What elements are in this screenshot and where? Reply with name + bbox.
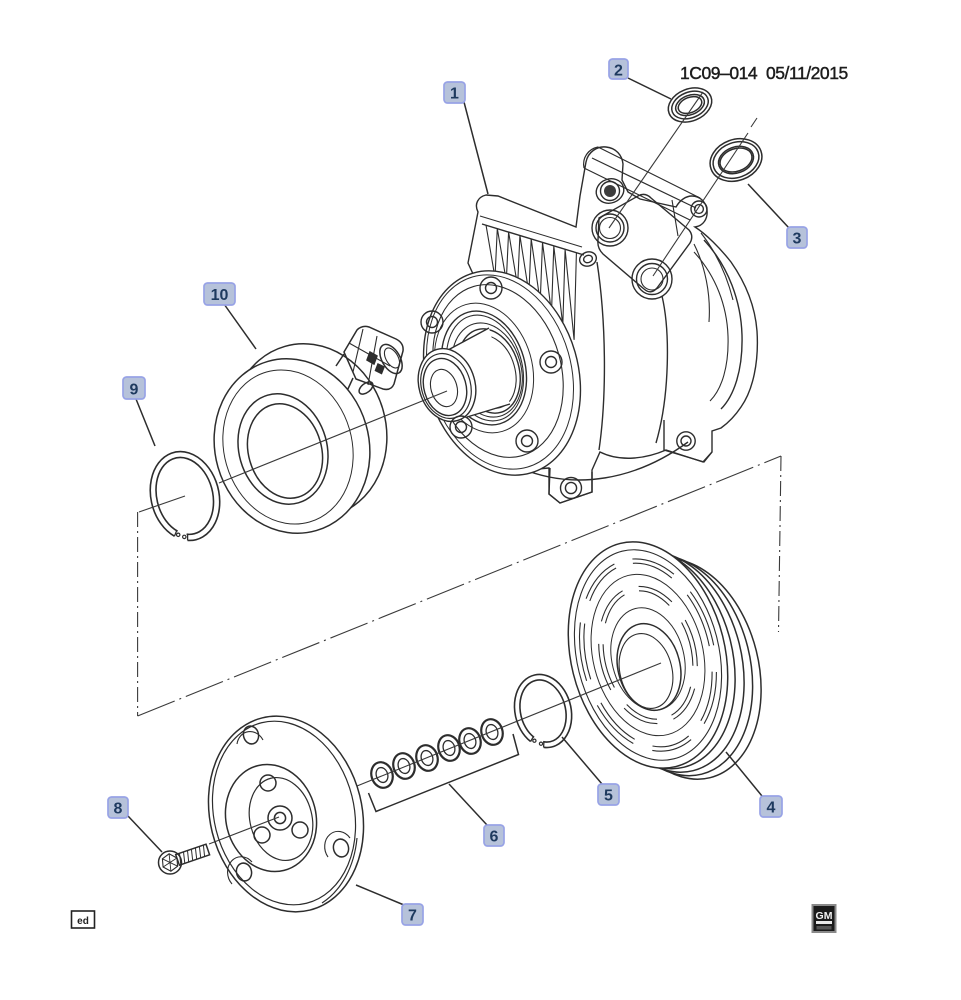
svg-text:9: 9	[130, 382, 139, 399]
svg-text:1: 1	[450, 86, 459, 103]
svg-text:1C09–014 05/11/2015: 1C09–014 05/11/2015	[680, 63, 848, 83]
svg-text:2: 2	[614, 63, 623, 80]
svg-text:ed: ed	[77, 916, 89, 927]
svg-text:7: 7	[408, 908, 417, 925]
svg-text:8: 8	[114, 801, 123, 818]
svg-text:4: 4	[767, 800, 776, 817]
svg-text:3: 3	[793, 231, 802, 248]
svg-text:GM: GM	[816, 910, 833, 922]
svg-text:6: 6	[490, 829, 499, 846]
svg-text:5: 5	[604, 788, 613, 805]
svg-text:10: 10	[211, 287, 229, 304]
